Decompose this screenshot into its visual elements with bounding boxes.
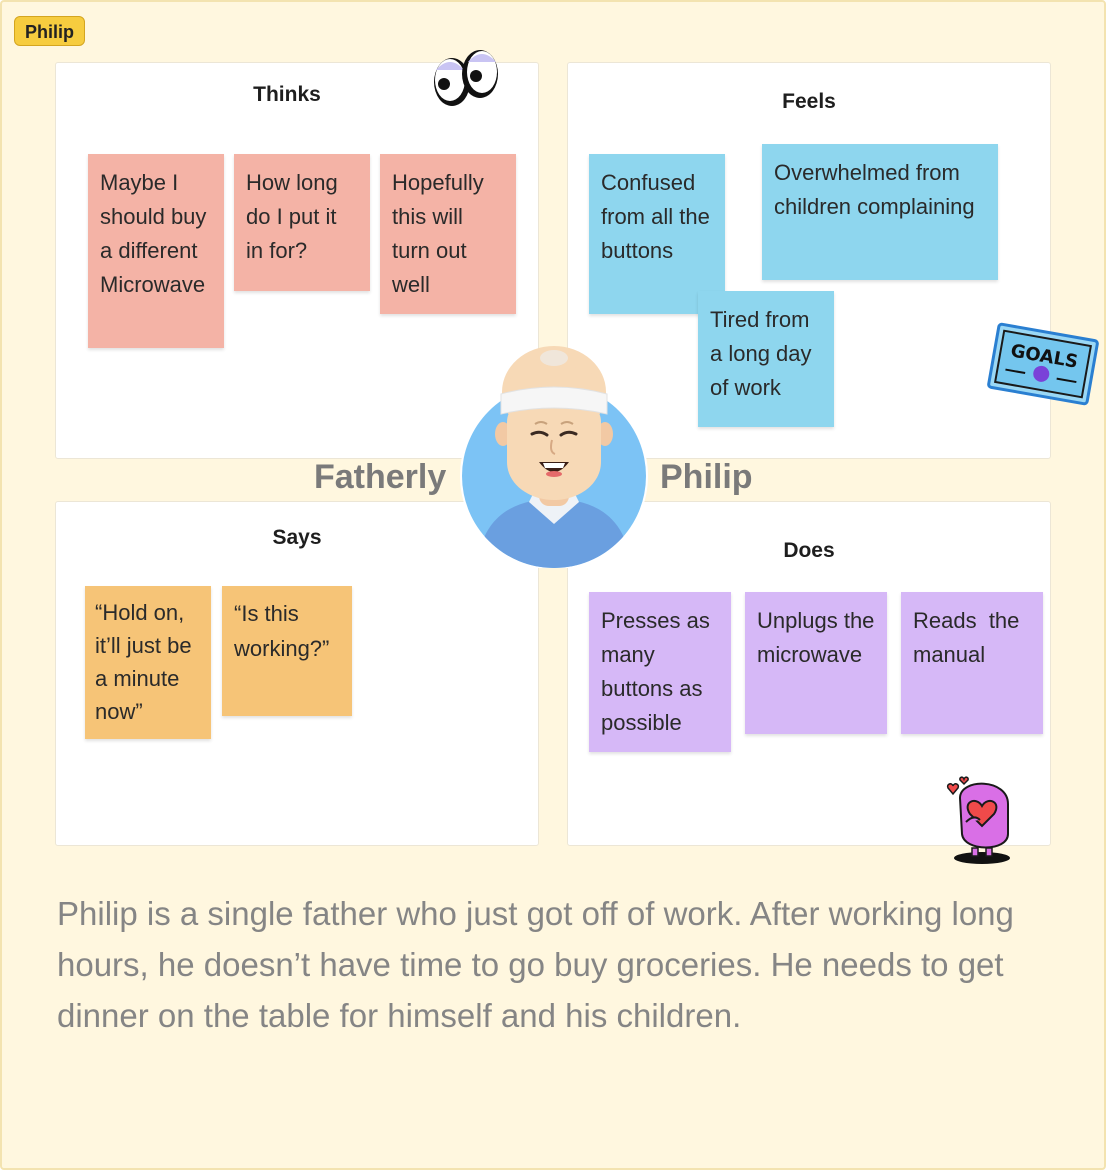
quadrant-title-thinks: Thinks (253, 83, 321, 106)
sticky-note[interactable]: How long do I put it in for? (234, 154, 370, 291)
section-tag[interactable]: Philip (14, 16, 85, 46)
quadrant-title-does: Does (783, 539, 835, 562)
persona-last-name[interactable]: Philip (660, 458, 753, 496)
sticky-note[interactable]: Overwhelmed from children complaining (762, 144, 998, 280)
persona-first-name[interactable]: Fatherly (314, 458, 447, 496)
sticky-note[interactable]: Reads the manual (901, 592, 1043, 734)
sticky-note[interactable]: Presses as many buttons as possible (589, 592, 731, 752)
goals-sticker-icon[interactable]: GOALS (987, 318, 1099, 410)
sticky-note[interactable]: Tired from a long day of work (698, 291, 834, 427)
sticky-note[interactable]: Hopefully this will turn out well (380, 154, 516, 314)
sticky-note[interactable]: Confused from all the buttons (589, 154, 725, 314)
sticky-note[interactable]: “Hold on, it’ll just be a minute now” (85, 586, 211, 739)
sticky-note[interactable]: Unplugs the microwave (745, 592, 887, 734)
sticky-note[interactable]: Maybe I should buy a different Microwave (88, 154, 224, 348)
quadrant-title-feels: Feels (782, 90, 836, 113)
heart-hug-sticker-icon[interactable] (942, 774, 1022, 866)
quadrant-title-says: Says (272, 526, 322, 549)
persona-avatar-icon[interactable] (457, 344, 651, 570)
googly-eyes-sticker-icon[interactable] (430, 44, 502, 110)
persona-description[interactable]: Philip is a single father who just got o… (57, 895, 1014, 1034)
sticky-note[interactable]: “Is this working?” (222, 586, 352, 716)
